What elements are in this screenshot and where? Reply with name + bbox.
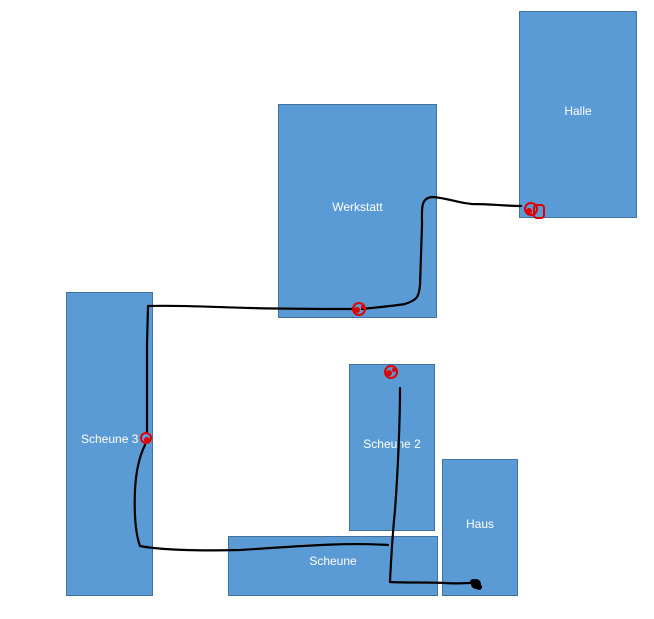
building-halle: Halle	[519, 11, 637, 218]
building-scheune-3: Scheune 3	[66, 292, 153, 596]
building-scheune-2-label: Scheune 2	[363, 437, 421, 451]
building-werkstatt: Werkstatt	[278, 104, 437, 318]
route-werkstatt-scheune3	[145, 304, 357, 434]
building-scheune: Scheune	[228, 536, 438, 596]
building-halle-label: Halle	[564, 104, 592, 118]
building-scheune-2: Scheune 2	[349, 364, 435, 531]
building-haus-label: Haus	[465, 517, 494, 531]
building-haus: Haus	[442, 459, 518, 596]
building-werkstatt-label: Werkstatt	[332, 200, 383, 214]
building-scheune-label: Scheune	[309, 554, 357, 568]
building-scheune-3-label: Scheune 3	[81, 432, 139, 446]
